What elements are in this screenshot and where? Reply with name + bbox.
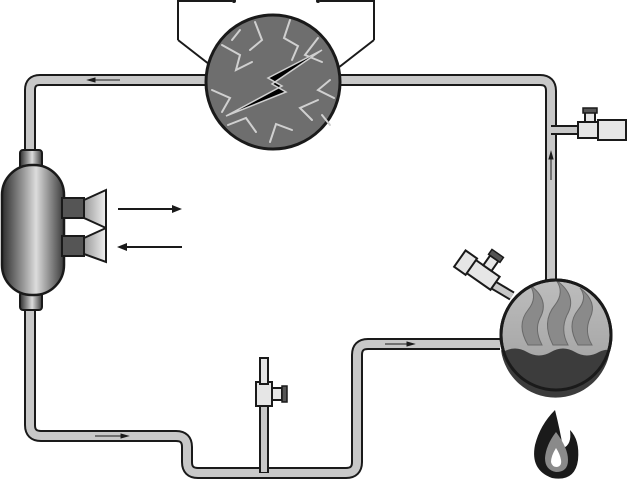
arrow-left-icon <box>86 77 120 83</box>
valve-icon <box>255 357 288 407</box>
storage-tank-icon <box>0 149 107 311</box>
pipe-loop <box>24 74 580 479</box>
arrow-left-icon <box>117 243 182 251</box>
valve-icon <box>577 107 627 141</box>
arrow-up-icon <box>548 150 554 180</box>
burner-flame-icon <box>534 410 579 479</box>
generator-lightning-icon <box>177 0 375 151</box>
pipe-flow-arrows <box>86 77 554 439</box>
boiler-flames-icon <box>482 275 613 398</box>
arrow-right-icon <box>95 433 130 439</box>
valve-icon <box>452 248 505 292</box>
arrow-right-icon <box>385 341 416 347</box>
arrow-right-icon <box>118 205 182 213</box>
